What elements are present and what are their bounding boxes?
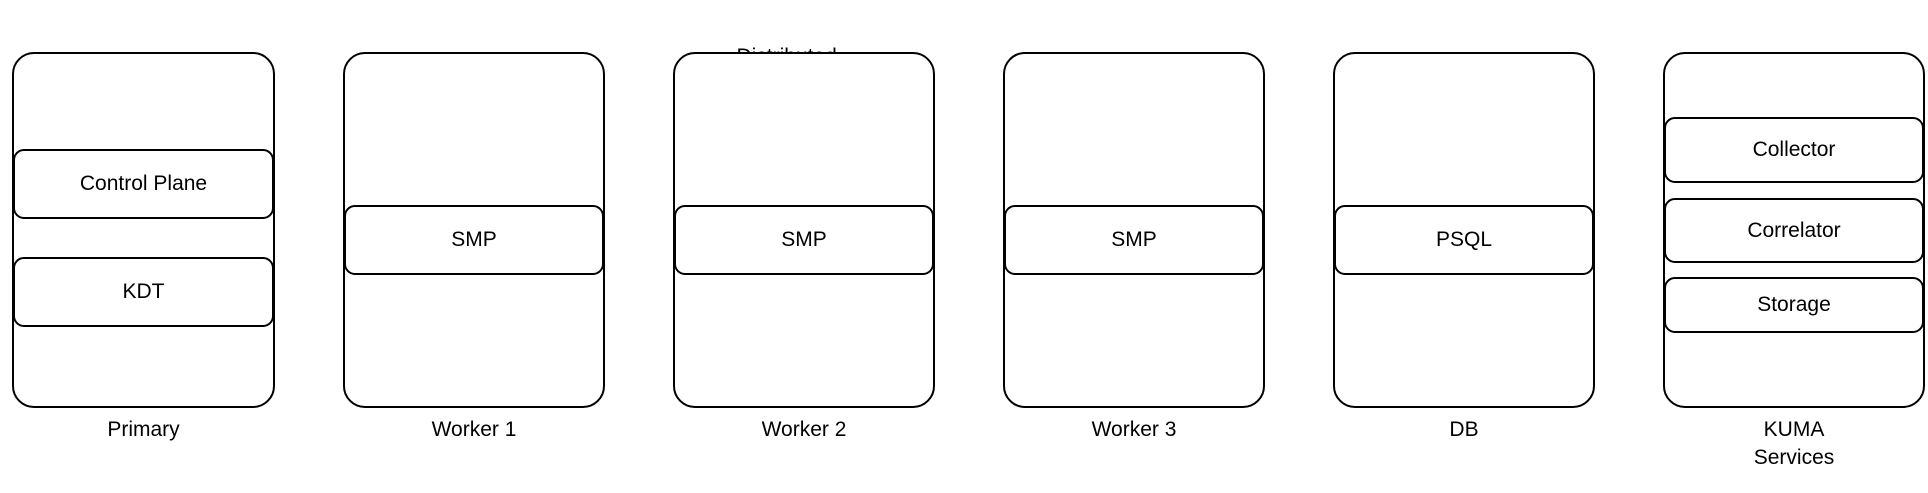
service-box-control-plane[interactable]: Control Plane	[13, 149, 274, 219]
service-box-psql[interactable]: PSQL	[1334, 205, 1594, 275]
service-label-correlator: Correlator	[1747, 218, 1841, 242]
node-worker-2[interactable]: SMP Worker 2	[673, 52, 935, 441]
service-label-smp: SMP	[1111, 228, 1157, 251]
service-box-smp[interactable]: SMP	[674, 205, 934, 275]
service-label-control-plane: Control Plane	[79, 172, 208, 195]
service-box-correlator[interactable]: Correlator	[1664, 198, 1924, 263]
service-label-psql: PSQL	[1435, 228, 1493, 251]
service-box-kdt[interactable]: KDT	[13, 257, 274, 327]
service-label-kdt: KDT	[122, 280, 165, 303]
node-caption-kuma-services: KUMA Services	[1753, 418, 1835, 469]
node-body-primary	[12, 52, 275, 408]
service-label-smp: SMP	[451, 228, 497, 251]
node-caption-worker-1: Worker 1	[431, 418, 517, 441]
service-label-collector: Collector	[1752, 138, 1836, 161]
service-box-collector[interactable]: Collector	[1664, 117, 1924, 183]
node-caption-worker-3: Worker 3	[1091, 418, 1177, 441]
diagram-title: Distributed	[0, 18, 1928, 96]
service-box-smp[interactable]: SMP	[344, 205, 604, 275]
node-worker-1[interactable]: SMP Worker 1	[343, 52, 605, 441]
service-label-smp: SMP	[781, 228, 827, 251]
node-caption-db: DB	[1449, 418, 1479, 441]
service-box-smp[interactable]: SMP	[1004, 205, 1264, 275]
node-db[interactable]: PSQL DB	[1333, 52, 1595, 441]
node-caption-primary: Primary	[107, 418, 180, 441]
service-box-storage[interactable]: Storage	[1664, 277, 1924, 333]
service-label-storage: Storage	[1757, 293, 1831, 316]
node-caption-worker-2: Worker 2	[761, 418, 847, 441]
node-worker-3[interactable]: SMP Worker 3	[1003, 52, 1265, 441]
